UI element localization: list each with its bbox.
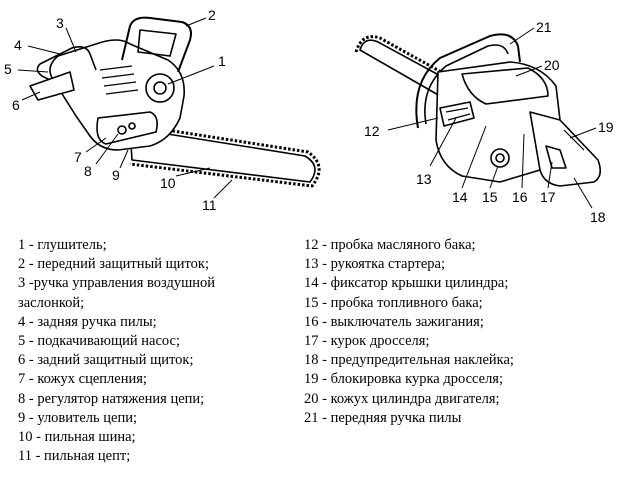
callout-numbers: 1 2 3 4 5 6 7 8 9 10 11 12 13 14 15 16 1… [4,7,614,225]
legend-item-18: 18 - предупредительная наклейка; [304,352,514,369]
callout-4: 4 [14,37,22,53]
legend-item-19: 19 - блокировка курка дросселя; [304,371,503,388]
legend-item-4: 4 - задняя ручка пилы; [18,313,157,330]
saw-chain-left [127,122,321,188]
chainsaw-diagram: 1 2 3 4 5 6 7 8 9 10 11 12 13 14 15 16 1… [4,7,614,225]
leader-lines-right [387,27,597,209]
fuel-cap-right [490,148,510,168]
throttle-trigger-right [545,145,567,169]
clutch-cover-left [96,111,158,145]
muffler-left [145,73,175,103]
callout-16: 16 [512,189,528,205]
legend-item-11: 11 - пильная цепт; [18,448,131,465]
legend-item-3: 3 -ручка управления воздушной [18,275,216,292]
legend-item-7: 7 - кожух сцепления; [18,371,147,388]
callout-1: 1 [218,53,226,69]
legend-item-8: 8 - регулятор натяжения цепи; [18,390,205,407]
callout-13: 13 [416,171,432,187]
callout-9: 9 [112,167,120,183]
rear-guard-left [29,71,75,101]
cylinder-fins-left [99,65,139,95]
cylinder-cover-right [461,67,549,105]
legend-item-20: 20 - кожух цилиндра двигателя; [304,390,500,407]
legend-item-5: 5 - подкачивающий насос; [18,333,180,350]
callout-3: 3 [56,15,64,31]
front-handle-right [415,33,521,129]
legend-item-12: 12 - пробка масляного бака; [304,237,476,253]
legend-item-2: 2 - передний защитный щиток; [18,256,210,273]
callout-2: 2 [208,7,216,23]
legend-item-17: 17 - курок дросселя; [304,333,430,350]
callout-8: 8 [84,163,92,179]
callout-18: 18 [590,209,606,225]
legend-item-16: 16 - выключатель зажигания; [304,313,484,330]
legend-item-21: 21 - передняя ручка пилы [304,409,462,426]
left-chainsaw-drawing [29,16,321,188]
front-handle-left [121,16,192,73]
legend-item-1: 1 - глушитель; [18,237,107,253]
callout-6: 6 [12,97,20,113]
rear-handle-right [529,111,602,187]
saw-chain-right [354,35,453,80]
callout-19: 19 [598,119,614,135]
callout-12: 12 [364,123,380,139]
callout-15: 15 [482,189,498,205]
legend-item-3-cont: заслонкой; [18,294,85,311]
leader-lines-left [17,17,233,199]
legend-item-14: 14 - фиксатор крышки цилиндра; [304,275,509,292]
callout-7: 7 [74,149,82,165]
callout-5: 5 [4,61,12,77]
callout-20: 20 [544,57,560,73]
legend-right-column: 12 - пробка масляного бака; 13 - рукоятк… [304,236,514,428]
legend-item-15: 15 - пробка топливного бака; [304,294,483,311]
legend-item-6: 6 - задний защитный щиток; [18,352,194,369]
callout-21: 21 [536,19,552,35]
legend-left-column: 1 - глушитель; 2 - передний защитный щит… [18,236,215,466]
legend-item-10: 10 - пильная шина; [18,429,136,446]
tensioner-screw-left [117,125,127,135]
callout-11: 11 [202,197,217,213]
guide-bar-left [129,127,316,183]
legend-item-13: 13 - рукоятка стартера; [304,256,445,273]
legend-item-9: 9 - уловитель цепи; [18,409,138,426]
right-chainsaw-drawing [354,33,602,187]
callout-14: 14 [452,189,468,205]
rear-handle-left [36,46,97,91]
front-guard-left [137,29,177,57]
guide-bar-right [359,39,449,97]
callout-10: 10 [160,175,176,191]
callout-17: 17 [540,189,556,205]
